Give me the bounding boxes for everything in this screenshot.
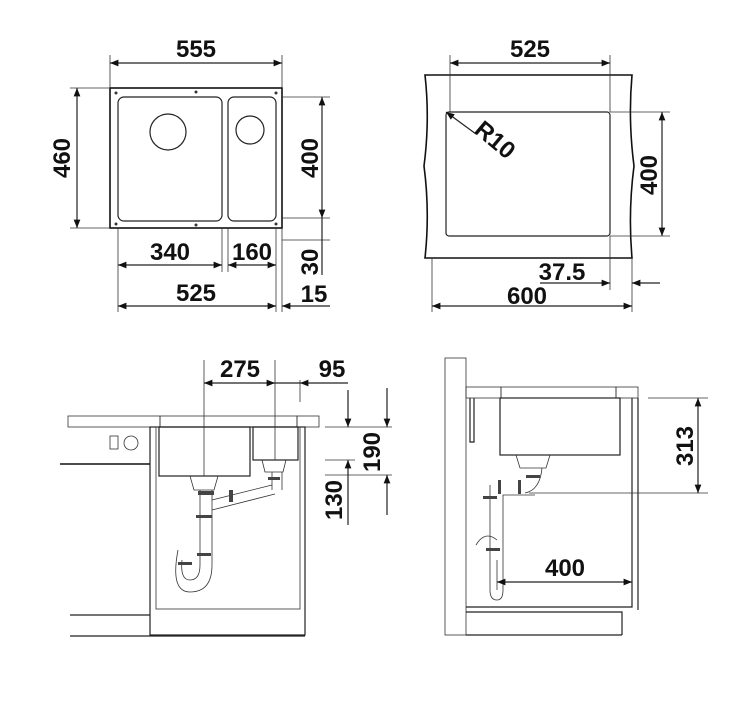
second-bowl-section: [252, 426, 299, 461]
dim-drain-offset: 95: [319, 356, 346, 383]
main-bowl: [117, 96, 223, 222]
dim-second-bowl-height: 130: [321, 480, 348, 520]
dim-edge-offset: 37.5: [539, 259, 586, 286]
dim-inner-depth: 400: [636, 155, 663, 195]
wall: [444, 357, 467, 636]
dim-bottom-margin: 30: [297, 249, 324, 276]
dim-drain-spacing: 275: [220, 356, 260, 383]
cabinet-outline: [423, 74, 635, 259]
bottom-right-side-section: 313 400: [444, 357, 708, 636]
dim-inner-width: 525: [176, 280, 216, 307]
dim-corner-radius: R10: [469, 116, 520, 165]
drain-trap: [175, 490, 213, 593]
top-right-plan-view: R10 525 400 37.5 600: [423, 36, 670, 312]
dim-overall-depth: 460: [49, 138, 76, 178]
second-drain-hole: [235, 115, 265, 145]
dim-installation-height: 313: [672, 426, 699, 466]
overflow-pipe: [211, 472, 283, 511]
dim-drain-distance: 400: [545, 555, 585, 582]
dim-main-bowl-height: 190: [359, 432, 386, 472]
bottom-left-front-section: 275 95 190 130: [60, 356, 392, 637]
cabinet: [149, 426, 306, 636]
dim-side-margin: 15: [301, 281, 328, 308]
dim-bowl-depth: 400: [297, 138, 324, 178]
dim-cabinet-width: 600: [507, 283, 547, 310]
sink-outline: [109, 87, 283, 229]
top-left-plan-view: 555 460 400 340 160 30 525 15: [49, 36, 330, 312]
bowl-side-section: [499, 397, 621, 456]
drain-pipe: [489, 454, 551, 601]
dim-inner-width-right: 525: [510, 36, 550, 63]
socket-icon: [109, 435, 119, 450]
dim-main-bowl-width: 340: [150, 239, 190, 266]
dim-second-bowl-width: 160: [232, 239, 272, 266]
dim-overall-width: 555: [176, 36, 216, 63]
main-drain-hole: [149, 113, 187, 151]
bowl-cutout: [445, 111, 611, 237]
main-bowl-section: [158, 426, 251, 477]
second-bowl: [227, 96, 277, 222]
